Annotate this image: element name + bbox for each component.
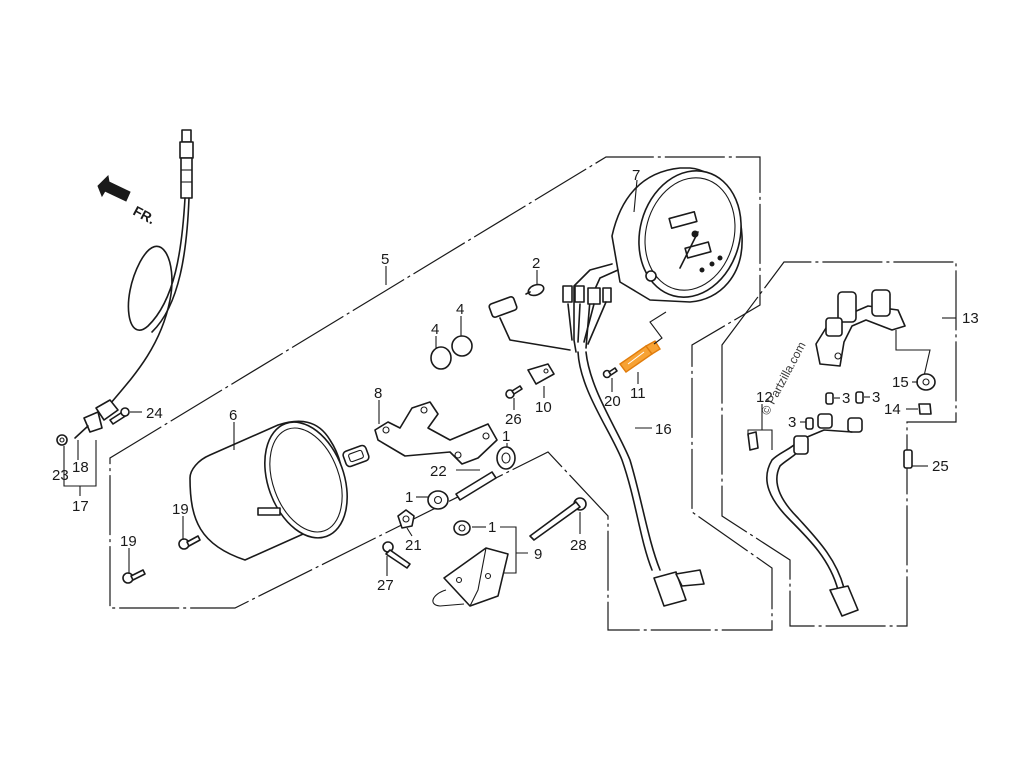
assembly-boundary-5: [109, 156, 773, 631]
callout-15[interactable]: 15: [892, 374, 909, 391]
wire-harness-16[interactable]: [488, 263, 705, 607]
callout-5[interactable]: 5: [381, 251, 389, 268]
callout-7[interactable]: 7: [632, 167, 640, 184]
screw-19-lower: [122, 569, 146, 584]
socket-cap-4-left: [430, 346, 452, 370]
callout-19-lower[interactable]: 19: [120, 533, 137, 550]
callout-22[interactable]: 22: [430, 463, 447, 480]
rubber-grommet: [342, 444, 370, 468]
speedometer-cable[interactable]: [74, 129, 194, 439]
meter-bracket-8[interactable]: [374, 401, 498, 465]
callout-3-b[interactable]: 3: [872, 389, 880, 406]
callout-1-middle[interactable]: 1: [405, 489, 413, 506]
callout-2[interactable]: 2: [532, 255, 540, 272]
svg-text:FR.: FR.: [131, 203, 158, 228]
collar-22: [455, 471, 497, 501]
grommet-1-middle: [427, 490, 449, 510]
speedometer-gear-11[interactable]: [619, 311, 667, 373]
callout-21[interactable]: 21: [405, 537, 422, 554]
speedometer-7[interactable]: [611, 159, 755, 309]
assembly-boundary-13: [721, 261, 957, 627]
meter-case-6[interactable]: [189, 411, 362, 561]
socket-cap-4-right: [451, 335, 473, 357]
screw-19-upper: [178, 535, 201, 550]
nut-21: [397, 509, 415, 529]
bulb-2: [525, 283, 545, 297]
callout-14[interactable]: 14: [884, 401, 901, 418]
callout-4-right[interactable]: 4: [456, 301, 464, 318]
grommet-1-upper: [496, 446, 516, 470]
indicator-bulbs-3: [805, 391, 864, 430]
callout-3-c[interactable]: 3: [788, 414, 796, 431]
callout-13[interactable]: 13: [962, 310, 979, 327]
callout-25[interactable]: 25: [932, 458, 949, 475]
indicator-bracket-13[interactable]: [815, 289, 931, 377]
bolt-28: [529, 497, 587, 541]
callout-8[interactable]: 8: [374, 385, 382, 402]
callout-20[interactable]: 20: [604, 393, 621, 410]
callout-1-lower[interactable]: 1: [488, 519, 496, 536]
callout-11[interactable]: 11: [630, 385, 646, 402]
callout-10[interactable]: 10: [535, 399, 552, 416]
callout-labels: 5 7 2 4 4 8 6 10 26 1 22 1 1 9 21 27 28 …: [52, 167, 979, 594]
screw-26: [505, 385, 523, 399]
callout-6[interactable]: 6: [229, 407, 237, 424]
callout-28[interactable]: 28: [570, 537, 587, 554]
callout-27[interactable]: 27: [377, 577, 394, 594]
callout-4-left[interactable]: 4: [431, 321, 439, 338]
callout-17[interactable]: 17: [72, 498, 89, 515]
callout-24[interactable]: 24: [146, 405, 163, 422]
callout-23[interactable]: 23: [52, 467, 69, 484]
callout-18[interactable]: 18: [72, 459, 89, 476]
callout-19-upper[interactable]: 19: [172, 501, 189, 518]
screw-20: [602, 367, 618, 379]
grommet-15: [916, 373, 936, 391]
callout-12[interactable]: 12: [756, 389, 773, 406]
front-direction-arrow-icon: FR.: [97, 174, 158, 228]
callout-1-upper[interactable]: 1: [502, 428, 510, 445]
screw-24: [109, 407, 130, 425]
callout-9[interactable]: 9: [534, 546, 542, 563]
grommet-1-lower: [453, 520, 471, 536]
holder-10: [527, 363, 555, 385]
leader-lines: [63, 179, 956, 576]
screw-25: [903, 449, 913, 469]
callout-16[interactable]: 16: [655, 421, 672, 438]
collar-14: [918, 403, 932, 415]
indicator-sub-harness-12[interactable]: [747, 413, 863, 617]
bolt-27: [382, 541, 411, 569]
watermark: © Partzilla.com: [758, 339, 808, 417]
callout-26[interactable]: 26: [505, 411, 522, 428]
stay-bracket-9[interactable]: [432, 547, 509, 607]
washer-23: [56, 434, 68, 446]
callout-3-a[interactable]: 3: [842, 390, 850, 407]
